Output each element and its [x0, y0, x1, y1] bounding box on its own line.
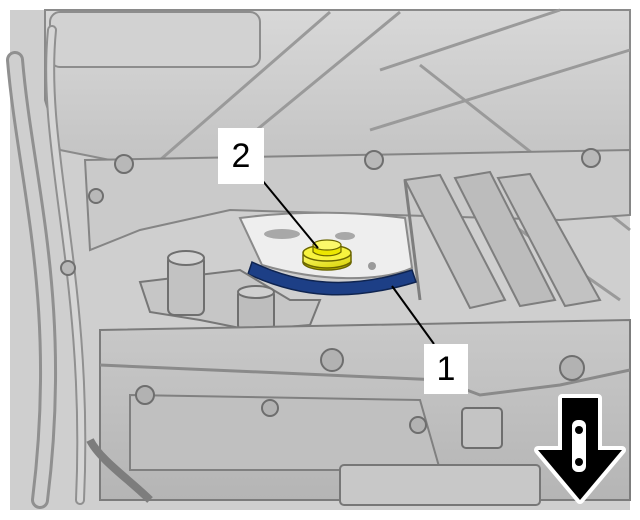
left-bracket [138, 250, 322, 332]
callout-2-label: 2 [231, 137, 251, 175]
leader-line-2 [261, 179, 319, 249]
lower-bolts [135, 348, 585, 434]
upper-recess [49, 11, 261, 68]
callout-1: 1 [424, 344, 468, 394]
left-tubes [6, 25, 87, 509]
lower-hose [86, 438, 153, 503]
hex-fastener-icon [302, 239, 352, 271]
seal-strip-icon [247, 260, 417, 296]
callout-1-label: 1 [436, 350, 456, 388]
plate-slot-mid [335, 232, 355, 240]
bottom-connector [339, 464, 541, 506]
leader-line-1 [391, 285, 435, 345]
lower-tab [461, 407, 503, 449]
support-truss [403, 170, 602, 310]
lower-ridge [99, 363, 631, 397]
plate-hole [368, 262, 376, 270]
plate-slot-left [264, 229, 300, 239]
callout-2: 2 [218, 128, 264, 184]
down-arrow-icon [534, 394, 626, 504]
frame-bolts [60, 148, 601, 276]
lower-cavity [129, 393, 442, 471]
